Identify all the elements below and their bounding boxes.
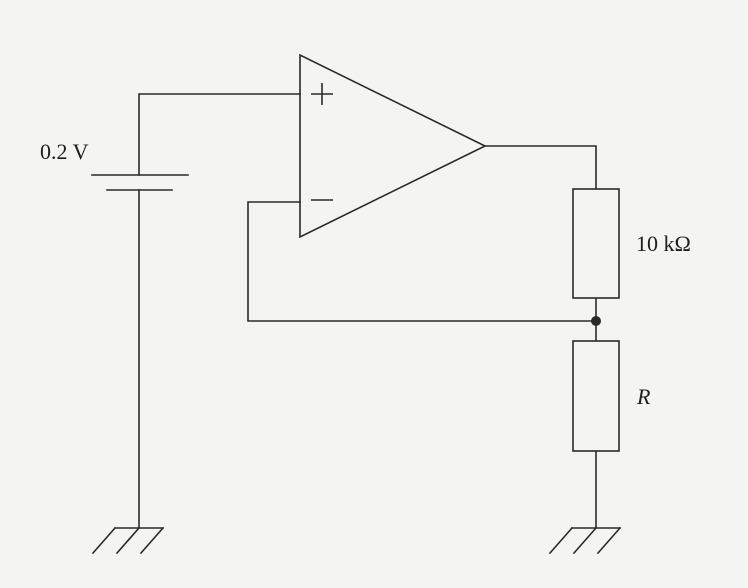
battery-symbol (91, 174, 189, 191)
wire-output (484, 145, 597, 190)
ground-left-icon (91, 526, 165, 555)
op-amp-triangle (299, 53, 487, 239)
op-amp (299, 53, 487, 239)
upper-resistor-label: 10 kΩ (636, 231, 691, 256)
wires (138, 93, 597, 529)
battery-voltage-label: 0.2 V (40, 139, 89, 164)
wire-feedback (247, 201, 597, 322)
junction-dot (591, 316, 601, 326)
plus-sign-icon (311, 83, 333, 105)
resistor-10k (572, 188, 620, 299)
resistor-r (572, 340, 620, 452)
lower-resistor-label: R (636, 384, 651, 409)
ground-right-icon (548, 526, 622, 555)
wire-plus-input (138, 93, 301, 176)
